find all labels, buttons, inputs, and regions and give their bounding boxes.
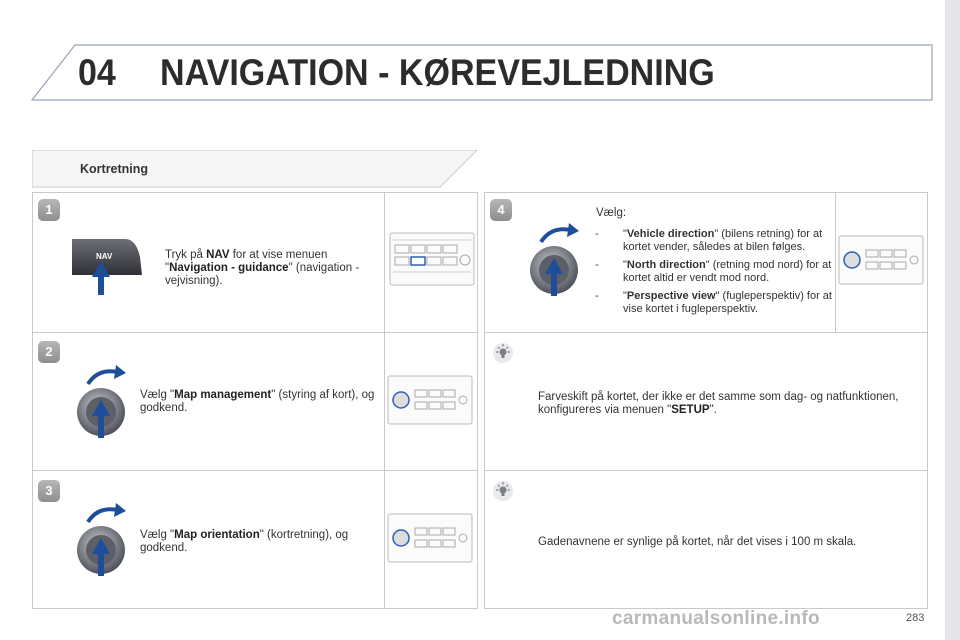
option-vehicle-direction: -"Vehicle direction" (bilens retning) fo… bbox=[595, 228, 823, 253]
radio-front-panel-illustration bbox=[389, 232, 475, 286]
column-divider bbox=[835, 192, 836, 332]
step-4-intro: Vælg: bbox=[596, 207, 627, 219]
tip-bulb-icon bbox=[493, 481, 513, 501]
rotary-knob-icon bbox=[530, 223, 579, 296]
step-badge-3: 3 bbox=[38, 480, 60, 502]
row-divider bbox=[484, 332, 928, 333]
step-badge-1: 1 bbox=[38, 199, 60, 221]
option-perspective-view: -"Perspective view" (fugleperspektiv) fo… bbox=[595, 290, 832, 315]
rotary-knob-icon bbox=[77, 503, 126, 576]
step-1-text: Tryk på NAV for at vise menuen "Navigati… bbox=[165, 249, 360, 287]
row-divider bbox=[32, 470, 478, 471]
orientation-options-list: -"Vehicle direction" (bilens retning) fo… bbox=[593, 228, 833, 321]
chapter-title: NAVIGATION - KØREVEJLEDNING bbox=[160, 52, 715, 93]
watermark: carmanualsonline.info bbox=[612, 608, 820, 629]
header-frame bbox=[30, 44, 933, 101]
step-badge-4: 4 bbox=[490, 199, 512, 221]
rotary-knob-icon bbox=[77, 365, 126, 438]
row-divider bbox=[484, 470, 928, 471]
page-number: 283 bbox=[906, 612, 925, 624]
step-2-text: Vælg "Map management" (styring af kort),… bbox=[140, 389, 375, 414]
section-title: Kortretning bbox=[80, 162, 149, 176]
radio-front-panel-illustration bbox=[387, 513, 473, 563]
radio-front-panel-illustration bbox=[838, 235, 924, 285]
page-edge-strip bbox=[945, 0, 960, 640]
row-divider bbox=[32, 332, 478, 333]
chapter-number: 04 bbox=[78, 52, 116, 93]
option-north-direction: -"North direction" (retning mod nord) fo… bbox=[595, 259, 832, 284]
step-badge-2: 2 bbox=[38, 341, 60, 363]
section-header-bar bbox=[32, 150, 477, 188]
nav-key-label: NAV bbox=[96, 252, 113, 261]
step-3-text: Vælg "Map orientation" (kortretning), og… bbox=[140, 529, 349, 554]
radio-front-panel-illustration bbox=[387, 375, 473, 425]
tip-2-text: Gadenavnene er synlige på kortet, når de… bbox=[538, 536, 857, 548]
tip-1-text: Farveskift på kortet, der ikke er det sa… bbox=[538, 391, 899, 416]
tip-bulb-icon bbox=[493, 343, 513, 363]
nav-button-press-icon: NAV bbox=[72, 239, 142, 295]
column-divider bbox=[384, 192, 385, 609]
